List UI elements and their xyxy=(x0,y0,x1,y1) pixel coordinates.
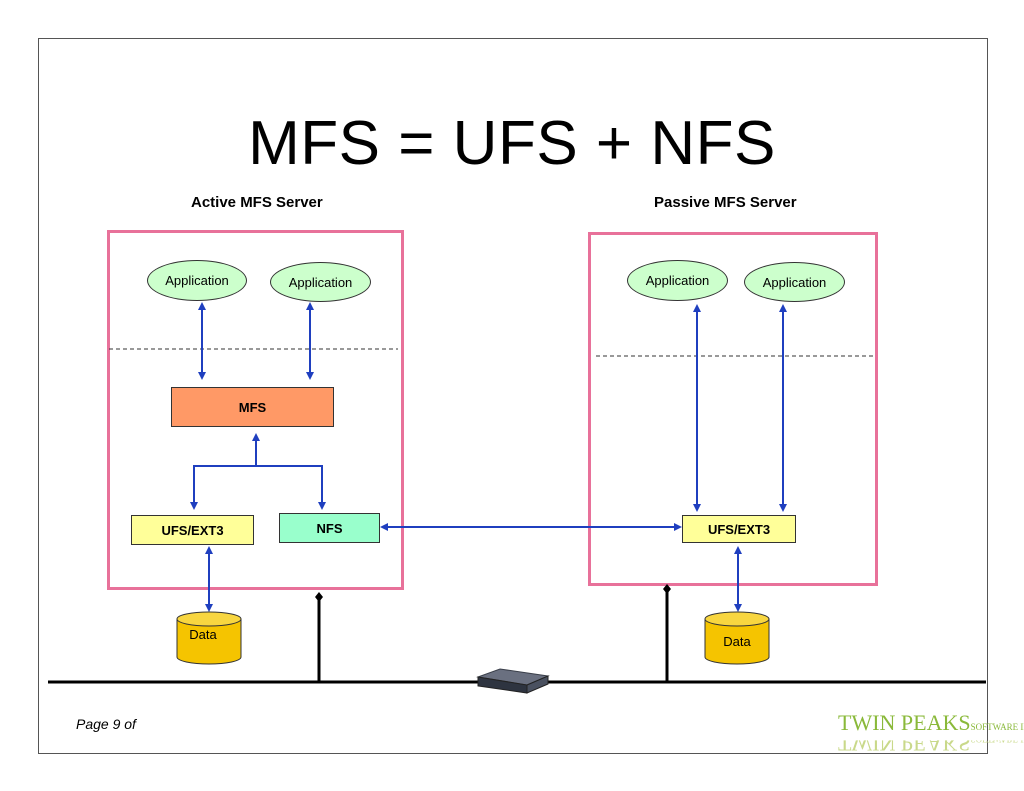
mfs-label: MFS xyxy=(238,399,267,415)
active-data-cylinder-icon xyxy=(176,611,242,665)
company-logo: TWIN PEAKSSOFTWARE INC. xyxy=(838,710,1024,736)
mfs-box: MFS xyxy=(171,387,334,427)
passive-data-cylinder-icon xyxy=(704,611,770,665)
passive-server-box xyxy=(588,232,878,586)
active-ufs-box: UFS/EXT3 xyxy=(131,515,254,545)
nfs-box: NFS xyxy=(279,513,380,543)
passive-data-label: Data xyxy=(723,634,751,649)
passive-application-2: Application xyxy=(744,262,845,302)
application-label: Application xyxy=(165,273,229,288)
active-data-label: Data xyxy=(189,627,217,642)
active-server-box xyxy=(107,230,404,590)
active-server-label: Active MFS Server xyxy=(191,194,323,211)
active-application-1: Application xyxy=(147,260,247,301)
page-number: Page 9 of xyxy=(76,716,136,732)
arrow-mfs-fanout xyxy=(190,465,326,510)
passive-server-label: Passive MFS Server xyxy=(654,194,797,211)
application-label: Application xyxy=(288,274,353,290)
application-label: Application xyxy=(645,273,710,288)
application-label: Application xyxy=(762,274,827,290)
passive-ufs-box: UFS/EXT3 xyxy=(682,515,796,543)
active-application-2: Application xyxy=(270,262,371,302)
ufs-label: UFS/EXT3 xyxy=(161,522,224,538)
passive-network-connector xyxy=(663,584,671,594)
slide-title: MFS = UFS + NFS xyxy=(248,109,776,178)
active-network-connector xyxy=(315,592,323,602)
nfs-label: NFS xyxy=(316,520,343,536)
passive-application-1: Application xyxy=(627,260,728,301)
ufs-label: UFS/EXT3 xyxy=(707,521,771,537)
network-switch-icon xyxy=(476,668,550,694)
logo-sub-text: SOFTWARE INC. xyxy=(970,722,1024,732)
logo-main-text: TWIN PEAKS xyxy=(838,710,971,735)
